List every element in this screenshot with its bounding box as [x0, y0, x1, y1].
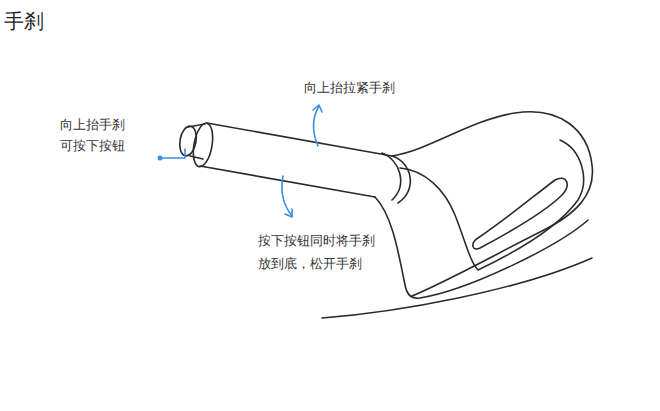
lever-top: [207, 123, 392, 156]
page-title: 手刹: [4, 6, 44, 36]
leader-dot: [158, 156, 163, 161]
release-button-face: [178, 125, 199, 157]
housing-rim: [400, 140, 584, 270]
floor-line: [322, 258, 592, 318]
down-arrow: [282, 176, 292, 216]
lever-bottom: [200, 166, 375, 197]
up-arrow: [314, 106, 319, 146]
housing-outline: [392, 112, 592, 296]
callout-note: 向上抬手刹 可按下按钮: [60, 114, 133, 157]
lever-collar: [382, 153, 410, 203]
up-arrow-head: [313, 105, 322, 112]
callout-note: 按下按钮同时将手刹 放到底，松开手刹: [258, 230, 383, 276]
leader-line: [161, 149, 185, 158]
down-arrow-head: [285, 209, 292, 217]
housing-slot: [473, 178, 567, 249]
callout-note: 向上抬拉紧手刹: [304, 78, 395, 98]
